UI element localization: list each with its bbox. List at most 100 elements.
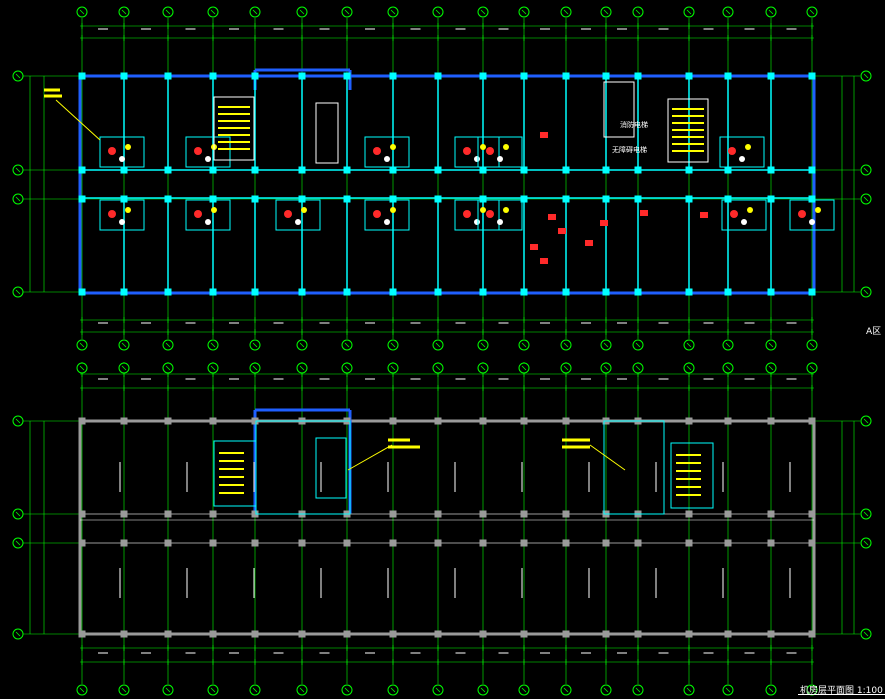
structural-column: [389, 417, 397, 425]
grid-axis-bubble-glyph: [521, 342, 527, 348]
structural-column: [78, 417, 86, 425]
grid-axis-bubble-glyph: [563, 365, 569, 371]
grid-axis-bubble-glyph: [165, 365, 171, 371]
equipment-icon: [284, 210, 292, 218]
structural-column: [634, 166, 642, 174]
grid-axis-bubble-glyph: [686, 687, 692, 693]
equipment-icon: [486, 210, 494, 218]
equipment-icon: [497, 156, 503, 162]
structural-column: [343, 630, 351, 638]
equipment-icon: [585, 240, 593, 246]
grid-axis-bubble-glyph: [15, 73, 21, 79]
equipment-icon: [798, 210, 806, 218]
structural-column: [78, 630, 86, 638]
grid-axis-bubble-glyph: [863, 631, 869, 637]
grid-axis-bubble-glyph: [299, 687, 305, 693]
structural-column: [434, 166, 442, 174]
structural-column: [685, 417, 693, 425]
structural-column: [724, 195, 732, 203]
equipment-icon: [119, 219, 125, 225]
structural-column: [434, 630, 442, 638]
structural-column: [78, 510, 86, 518]
structural-column: [434, 72, 442, 80]
grid-axis-bubble-glyph: [210, 365, 216, 371]
stair-icon: [213, 96, 255, 161]
structural-column: [78, 288, 86, 296]
structural-column: [434, 288, 442, 296]
equipment-icon: [745, 144, 751, 150]
structural-column: [298, 288, 306, 296]
structural-column: [209, 630, 217, 638]
grid-axis-bubble-glyph: [344, 342, 350, 348]
grid-axis-bubble-glyph: [686, 342, 692, 348]
grid-axis-bubble-glyph: [344, 9, 350, 15]
equipment-icon: [700, 212, 708, 218]
grid-axis-bubble-glyph: [299, 365, 305, 371]
structural-column: [808, 288, 816, 296]
structural-column: [389, 539, 397, 547]
equipment-icon: [125, 207, 131, 213]
grid-axis-bubble-glyph: [210, 342, 216, 348]
grid-axis-bubble-glyph: [79, 342, 85, 348]
structural-column: [120, 510, 128, 518]
grid-axis-bubble-glyph: [686, 365, 692, 371]
structural-column: [209, 166, 217, 174]
structural-column: [602, 72, 610, 80]
equipment-icon: [205, 156, 211, 162]
structural-column: [562, 630, 570, 638]
structural-column: [298, 539, 306, 547]
equipment-icon: [486, 147, 494, 155]
structural-column: [562, 72, 570, 80]
equipment-icon: [728, 147, 736, 155]
structural-column: [602, 288, 610, 296]
structural-column: [389, 72, 397, 80]
structural-column: [120, 417, 128, 425]
annotation-leader: [589, 444, 626, 471]
grid-axis-bubble-glyph: [15, 167, 21, 173]
drawing-title: 机房层平面图 1:100: [800, 686, 883, 696]
equipment-icon: [640, 210, 648, 216]
structural-column: [808, 539, 816, 547]
structural-column: [479, 539, 487, 547]
equipment-icon: [480, 144, 486, 150]
structural-column: [767, 510, 775, 518]
grid-axis-bubble-glyph: [15, 418, 21, 424]
grid-axis-bubble-glyph: [863, 73, 869, 79]
structural-column: [767, 630, 775, 638]
structural-column: [562, 288, 570, 296]
grid-axis-bubble-glyph: [344, 687, 350, 693]
structural-column: [724, 510, 732, 518]
equipment-icon: [125, 144, 131, 150]
grid-axis-bubble-glyph: [15, 540, 21, 546]
structural-column: [767, 539, 775, 547]
grid-axis-bubble-glyph: [79, 687, 85, 693]
grid-axis-bubble-glyph: [635, 342, 641, 348]
structural-column: [634, 72, 642, 80]
stair-icon: [670, 442, 714, 509]
grid-axis-bubble-glyph: [563, 9, 569, 15]
upper-floor-plan: [44, 68, 835, 296]
grid-axis-bubble-glyph: [390, 9, 396, 15]
annotation-text-layer: 消防电梯 无障碍电梯: [612, 120, 648, 154]
structural-column: [634, 195, 642, 203]
structural-column: [767, 72, 775, 80]
structural-column: [685, 630, 693, 638]
grid-axis-bubble-glyph: [768, 342, 774, 348]
grid-axis-bubble-glyph: [563, 342, 569, 348]
grid-axis-bubble-glyph: [863, 196, 869, 202]
grid-axis-bubble-glyph: [603, 687, 609, 693]
grid-axis-bubble-glyph: [344, 365, 350, 371]
bathroom: [364, 136, 410, 168]
structural-column: [520, 195, 528, 203]
structural-column: [767, 288, 775, 296]
structural-column: [120, 166, 128, 174]
structural-column: [343, 195, 351, 203]
structural-column: [634, 288, 642, 296]
equipment-icon: [530, 244, 538, 250]
equipment-icon: [474, 219, 480, 225]
grid-axis-bubble-glyph: [635, 9, 641, 15]
fire-elevator-label: 消防电梯: [620, 120, 648, 129]
structural-column: [520, 510, 528, 518]
grid-axis-bubble-glyph: [210, 687, 216, 693]
grid-axis-bubble-glyph: [725, 687, 731, 693]
